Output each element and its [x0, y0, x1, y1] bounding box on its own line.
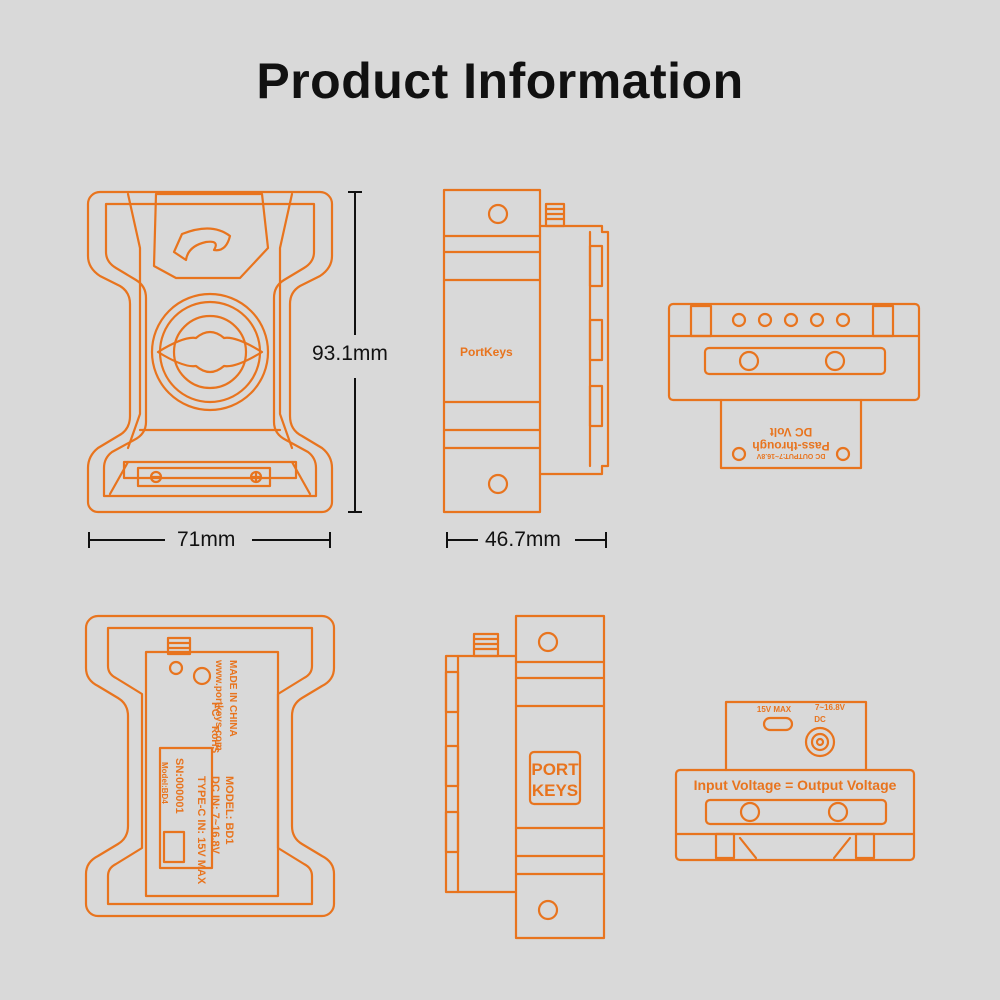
depth-dimension-label: 46.7mm — [485, 528, 561, 551]
max-15v-label: 15V MAX — [757, 705, 792, 714]
dc-in-label: DC IN: 7~16.8V — [209, 776, 221, 855]
page-title: Product Information — [256, 53, 744, 109]
dc-label: DC — [814, 715, 826, 724]
brand-side-label: PortKeys — [460, 345, 513, 359]
model-label: MODEL: BD1 — [223, 776, 235, 844]
model-small-label: Model:BD4 — [160, 762, 169, 804]
side-view-2-drawing: PORT KEYS — [444, 614, 606, 940]
port-label: PORT — [531, 760, 579, 779]
dc-range-label: 7~16.8V — [815, 703, 846, 712]
dc-volt-label: DC Volt — [770, 425, 812, 439]
front-view-drawing — [86, 190, 334, 514]
bottom-view-drawing: 15V MAX 7~16.8V DC Input Voltage = Outpu… — [674, 700, 916, 862]
side-view-drawing: PortKeys — [442, 188, 610, 514]
back-view-drawing: MADE IN CHINA www.portkeys.com FC RoHS M… — [84, 614, 336, 918]
top-view-drawing: Pass-through DC Volt DC OUTPUT:7~16.8V — [667, 302, 921, 470]
keys-label: KEYS — [532, 781, 578, 800]
width-dimension-label: 71mm — [177, 528, 236, 551]
rohs-mark: RoHS — [209, 726, 220, 754]
height-dimension-label: 93.1mm — [312, 342, 388, 365]
type-c-label: TYPE-C IN: 15V MAX — [195, 776, 207, 885]
made-in-china-label: MADE IN CHINA — [227, 660, 238, 737]
dc-output-label: DC OUTPUT:7~16.8V — [756, 452, 825, 459]
serial-number-label: SN:000001 — [173, 758, 185, 814]
website-label: www.portkeys.com — [213, 659, 224, 751]
fc-mark: FC — [209, 702, 221, 717]
input-output-voltage-label: Input Voltage = Output Voltage — [694, 777, 897, 793]
pass-through-label: Pass-through — [752, 439, 829, 453]
